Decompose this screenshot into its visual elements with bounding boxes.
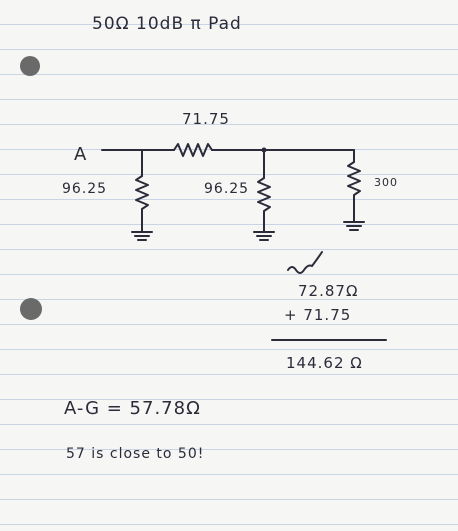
ground-left-symbol xyxy=(131,231,153,241)
total-resistance: 144.62 Ω xyxy=(286,354,363,372)
ground-right-symbol xyxy=(253,231,275,241)
shunt-left-resistor-symbol xyxy=(135,175,149,233)
page-title: 50Ω 10dB π Pad xyxy=(92,14,242,34)
note-text: 57 is close to 50! xyxy=(66,446,205,462)
load-resistor-symbol xyxy=(347,161,361,223)
ground-load-symbol xyxy=(343,221,365,231)
shunt-right-resistor-symbol xyxy=(257,177,271,233)
shunt-right-value: 96.25 xyxy=(204,181,250,197)
series-addend: + 71.75 xyxy=(284,306,352,324)
node-label-a: A xyxy=(74,144,88,165)
binder-hole-bottom xyxy=(20,298,42,320)
load-resistor-value: 300 xyxy=(374,176,398,189)
series-resistor-symbol xyxy=(173,143,213,157)
binder-hole-top xyxy=(20,56,40,76)
shunt-left-value: 96.25 xyxy=(62,181,108,197)
parallel-result: 72.87Ω xyxy=(298,282,359,300)
result-equation: A-G = 57.78Ω xyxy=(64,398,201,419)
junction-dot xyxy=(261,147,267,153)
squiggle-mark xyxy=(287,251,323,274)
series-resistor-value: 71.75 xyxy=(182,110,230,128)
